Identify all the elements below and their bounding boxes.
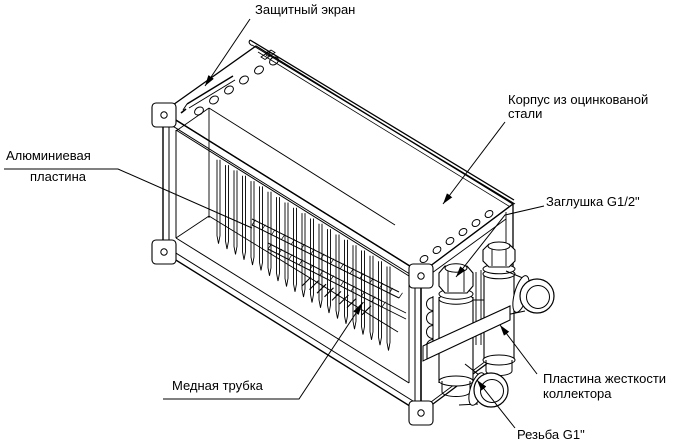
leader-plug xyxy=(455,205,545,278)
hex-plug-left xyxy=(438,263,474,294)
aluminum-fins xyxy=(216,159,391,351)
label-aluminum-plate-line2: пластина xyxy=(30,169,86,184)
label-plug: Заглушка G1/2" xyxy=(546,194,640,209)
interior-edges xyxy=(175,107,399,333)
label-copper-tube: Медная трубка xyxy=(172,378,263,393)
copper-tube xyxy=(251,218,407,320)
leader-copper-tube xyxy=(163,303,363,400)
label-housing-line2: стали xyxy=(508,106,543,121)
collector-pipe-front xyxy=(438,263,474,397)
leader-lines xyxy=(4,18,545,429)
stiffener-plate xyxy=(422,305,511,362)
collector xyxy=(422,241,555,408)
label-protective-screen: Защитный экран xyxy=(255,2,356,17)
top-panel xyxy=(161,45,515,274)
leader-aluminum-plate xyxy=(4,168,253,229)
label-thread: Резьба G1" xyxy=(517,427,585,442)
copper-tube-bends xyxy=(301,276,372,316)
label-stiffener-line1: Пластина жесткости xyxy=(543,371,667,386)
leader-protective-screen xyxy=(204,18,251,87)
hex-plug-right xyxy=(482,241,516,268)
rivet-holes-right xyxy=(419,209,494,264)
front-flange-frame xyxy=(151,102,434,426)
label-stiffener-line2: коллектора xyxy=(543,386,612,401)
outlet-thread-top xyxy=(500,270,555,317)
leader-stiffener xyxy=(499,324,538,375)
leader-thread xyxy=(476,379,516,429)
label-housing-line1: Корпус из оцинкованой xyxy=(508,92,649,107)
leader-housing xyxy=(442,121,506,205)
protective-screen-rail xyxy=(248,39,516,209)
flange-corner-blocks xyxy=(151,102,434,426)
protective-screen-strip xyxy=(180,75,236,114)
label-aluminum-plate-line1: Алюминиевая xyxy=(6,148,91,163)
